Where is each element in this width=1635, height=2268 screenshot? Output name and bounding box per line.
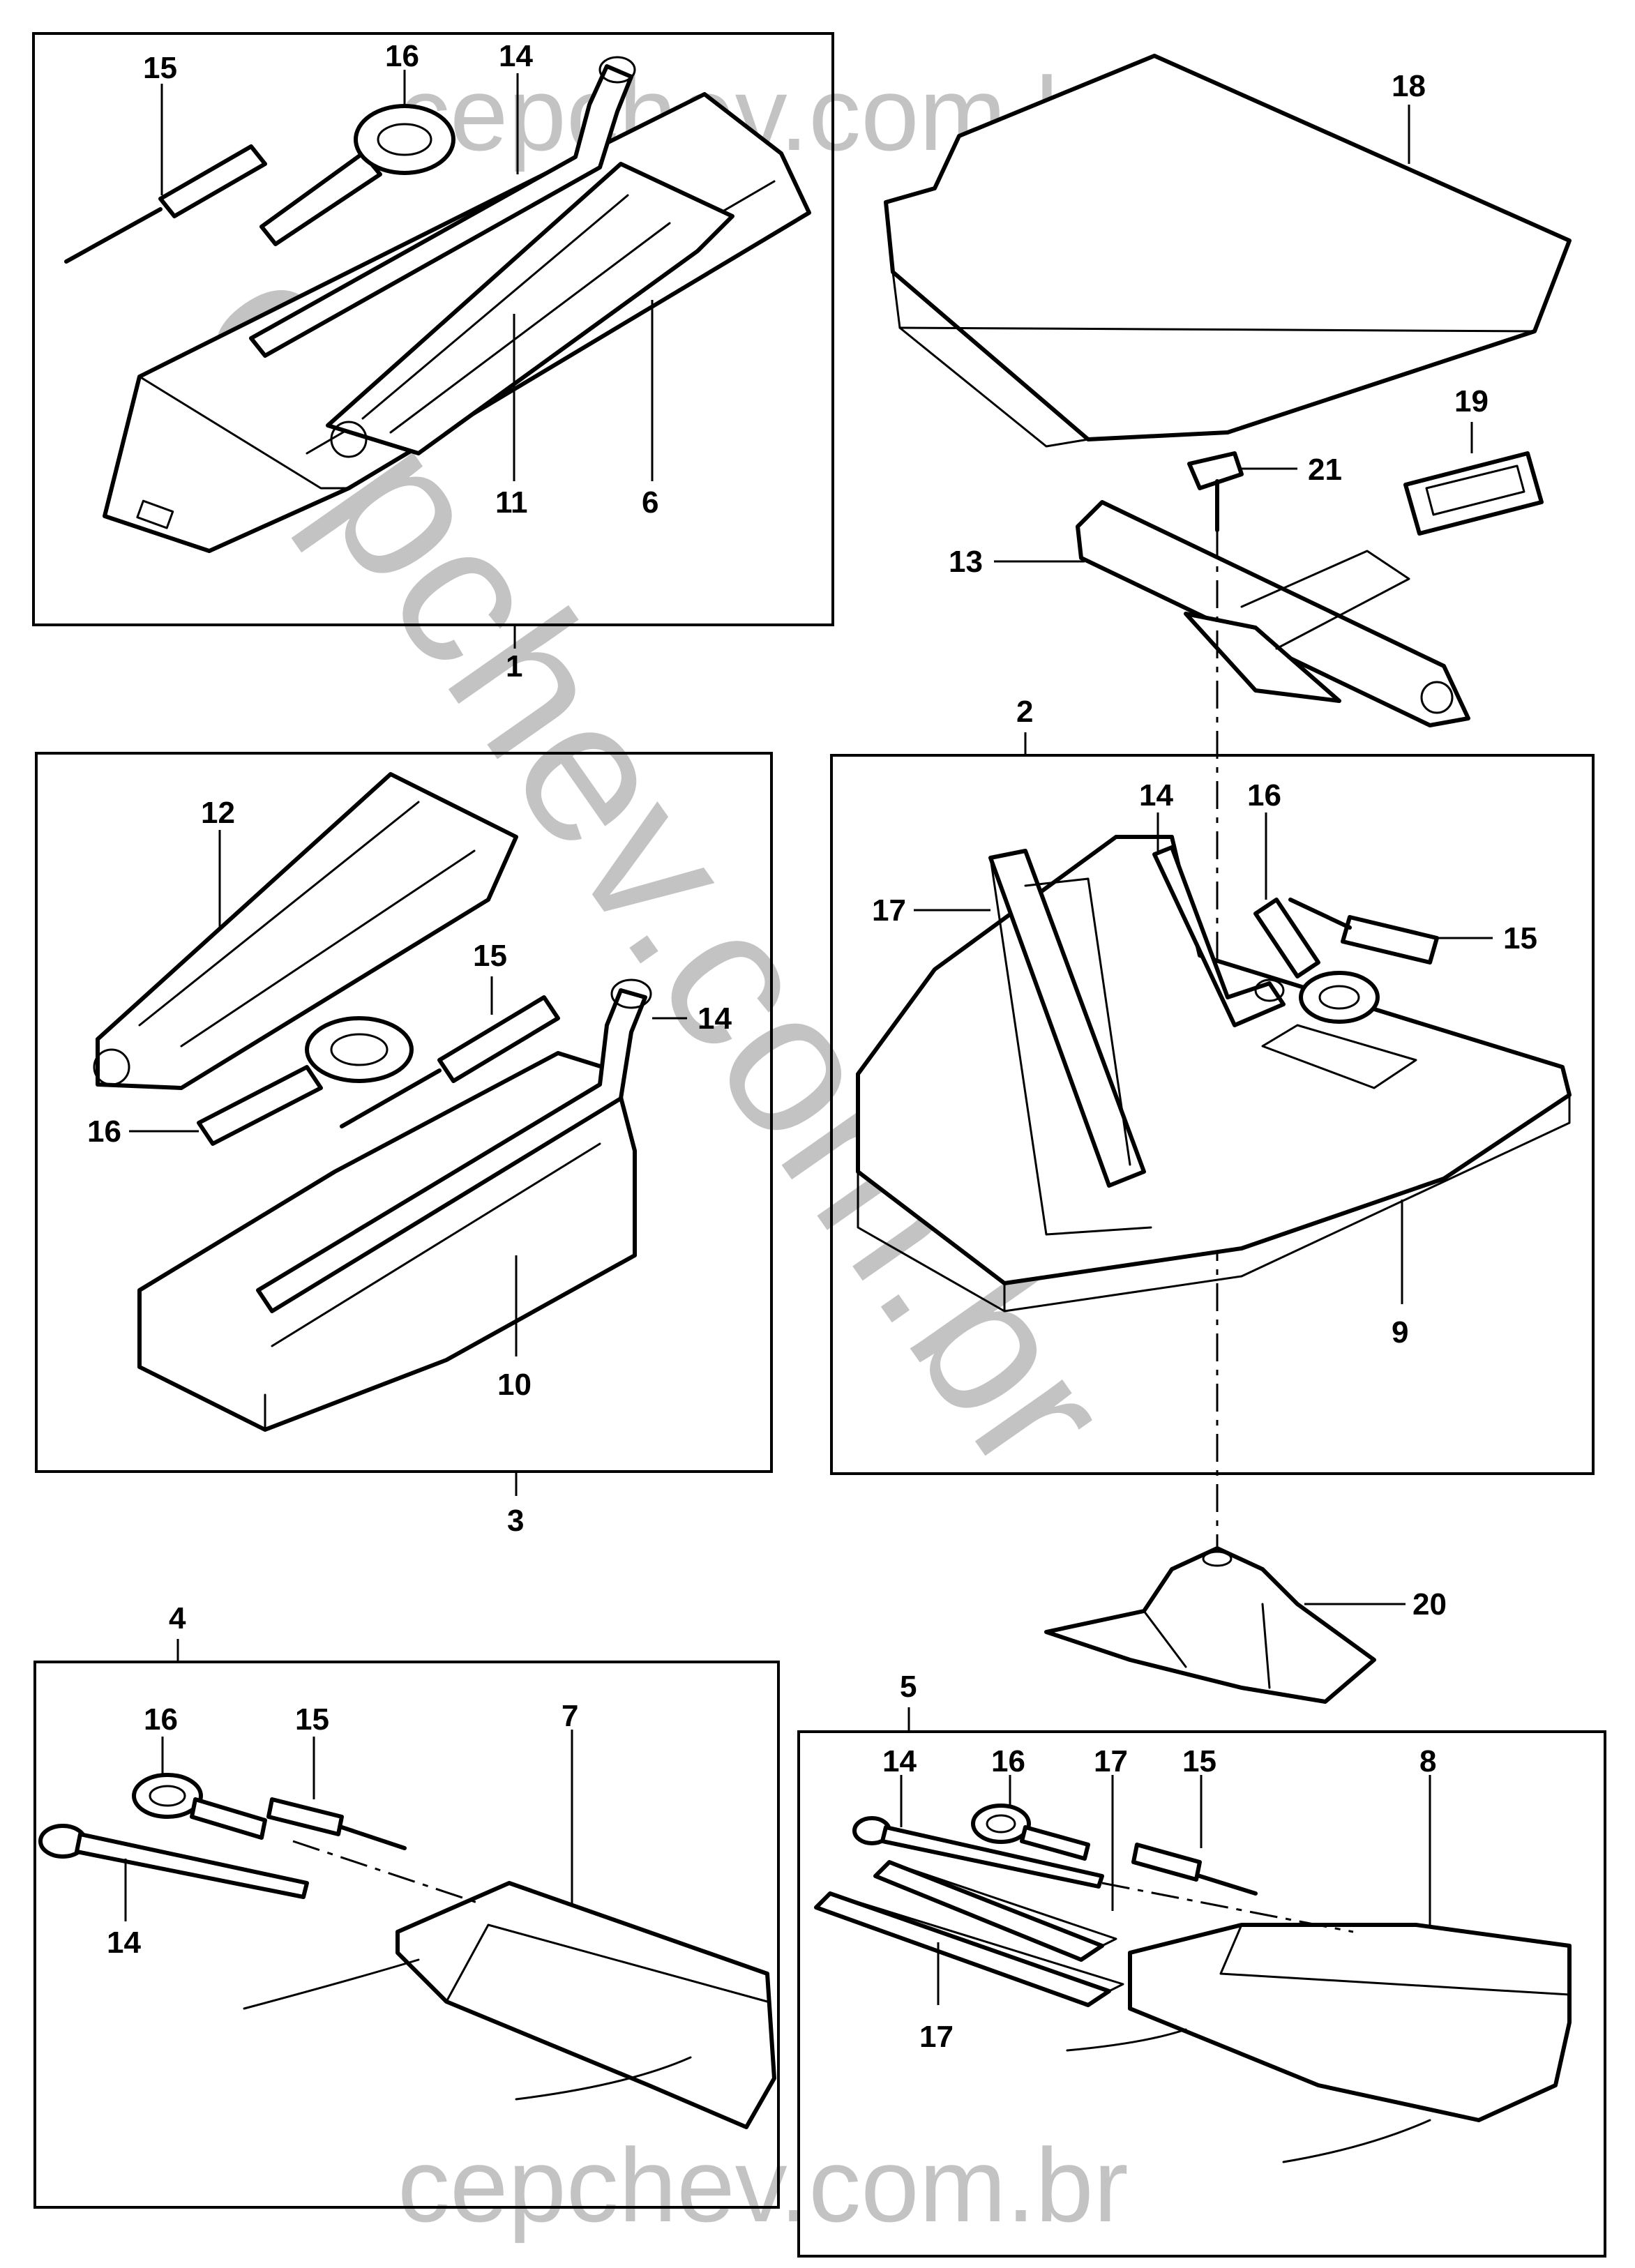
clip-icon	[1403, 451, 1544, 536]
jack-icon-12	[93, 772, 518, 1090]
eye-bolt-icon-3	[197, 1016, 414, 1146]
jack-icon-13	[1076, 500, 1470, 727]
pry-bar-icon-5b	[814, 1891, 1124, 2007]
callout-15c: 15	[1503, 921, 1537, 955]
box-1-frame	[32, 32, 834, 626]
callout-14d: 14	[107, 1926, 141, 1960]
cover-icon	[884, 54, 1572, 448]
eye-bolt-icon-2	[1253, 898, 1380, 1024]
wrench-icon-3	[256, 978, 652, 1313]
callout-15a: 15	[143, 51, 177, 85]
group-4: 4 7 14 16 15	[33, 1601, 780, 2209]
callout-13: 13	[949, 545, 983, 579]
pouch-icon	[243, 1881, 776, 2129]
callout-5: 5	[900, 1670, 917, 1704]
callout-6: 6	[642, 485, 658, 520]
callout-16b: 16	[87, 1114, 121, 1149]
screwdriver-icon-5	[1131, 1843, 1258, 1896]
callout-16a: 16	[385, 39, 419, 73]
callout-17b: 17	[1094, 1744, 1128, 1778]
eye-bolt-icon-5	[971, 1804, 1090, 1861]
stand-group: 20	[1044, 1546, 1447, 1704]
callout-16c: 16	[1247, 778, 1281, 812]
callout-10: 10	[497, 1368, 532, 1402]
callout-17a: 17	[872, 893, 906, 928]
callout-17c: 17	[919, 2020, 954, 2054]
wrench-icon-2	[1152, 845, 1286, 1027]
eye-bolt-icon	[259, 104, 455, 246]
callout-16e: 16	[991, 1744, 1025, 1778]
jack-icon	[326, 162, 734, 458]
callout-18: 18	[1392, 69, 1426, 103]
pouch-icon-5	[1066, 1923, 1572, 2163]
callout-11: 11	[495, 485, 528, 520]
stand-icon	[1044, 1546, 1376, 1704]
pry-bar-icon-5a	[873, 1860, 1117, 1962]
callout-19: 19	[1454, 384, 1489, 418]
watermark-bottom: cepchev.com.br	[398, 2126, 1129, 2244]
cover-group: 18 19 21 13	[884, 54, 1572, 727]
screwdriver-icon-2	[1288, 898, 1439, 965]
callout-2: 2	[1016, 695, 1033, 729]
wrench-icon-5	[852, 1816, 1104, 1889]
callout-14e: 14	[882, 1744, 917, 1778]
box-4-frame	[33, 1661, 780, 2209]
callout-21: 21	[1308, 453, 1342, 487]
group-5: 5 8 17 17 14	[797, 1670, 1606, 2258]
callout-8: 8	[1419, 1744, 1436, 1778]
callout-12: 12	[201, 796, 235, 830]
box-5-frame	[797, 1730, 1606, 2258]
box-2-frame	[830, 754, 1595, 1475]
box-3-frame	[35, 752, 773, 1473]
pry-bar-icon-17	[988, 849, 1152, 1236]
assembly-line-5	[1101, 1882, 1354, 1933]
tray-icon-9	[856, 835, 1572, 1313]
wrench-icon-4	[38, 1824, 309, 1899]
callout-20: 20	[1412, 1587, 1447, 1621]
knob-icon	[1187, 451, 1244, 532]
screwdriver-icon-3	[340, 995, 560, 1128]
callout-9: 9	[1392, 1315, 1408, 1350]
assembly-line-4	[292, 1840, 482, 1905]
callout-15b: 15	[473, 939, 507, 973]
group-2: 2 17 14 16	[830, 695, 1595, 1475]
callout-14a: 14	[499, 39, 533, 73]
callout-14b: 14	[698, 1001, 732, 1036]
callout-1: 1	[506, 649, 522, 683]
eye-bolt-icon-4	[132, 1773, 267, 1840]
callout-16d: 16	[144, 1702, 178, 1737]
group-1: 1 15 16	[32, 32, 834, 683]
screwdriver-icon-4	[266, 1797, 407, 1850]
callout-15d: 15	[295, 1702, 329, 1737]
screwdriver-icon	[64, 144, 267, 264]
callout-14c: 14	[1139, 778, 1173, 812]
callout-3: 3	[507, 1504, 524, 1538]
callout-7: 7	[562, 1699, 578, 1733]
callout-15e: 15	[1182, 1744, 1216, 1778]
callout-4: 4	[169, 1601, 186, 1635]
wrench-icon	[249, 56, 636, 358]
group-3: 3 12 14 15 16	[35, 752, 773, 1538]
